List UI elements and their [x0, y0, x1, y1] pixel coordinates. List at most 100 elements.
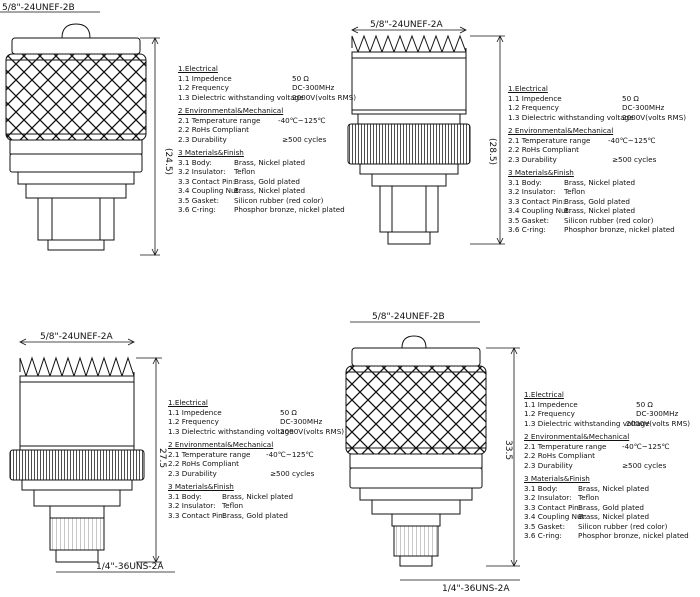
durability-value: ≥500 cycles	[612, 154, 657, 164]
environmental-title: 2 Environmental&Mechanical	[524, 432, 630, 441]
environmental-title: 2 Environmental&Mechanical	[178, 106, 284, 115]
length-label-c2: (28.5)	[487, 138, 497, 165]
contact-pin-value: Brass, Gold plated	[234, 176, 300, 186]
durability-label: 2.3 Durability	[508, 154, 557, 164]
temperature-value: -40℃~125℃	[266, 449, 314, 459]
contact-pin-value: Brass, Gold plated	[578, 502, 644, 512]
spec-block-1: 1.Electrical 1.1 Impedence 50 Ω 1.2 Frequ…	[178, 64, 358, 215]
dielectric-label: 1.3 Dielectric withstanding voltage	[524, 418, 650, 428]
body-value: Brass, Nickel plated	[578, 483, 650, 493]
frequency-value: DC-300MHz	[292, 83, 335, 92]
gasket-label: 3.5 Gasket:	[508, 215, 550, 225]
rohs-label: 2.2 RoHs Compliant	[508, 145, 579, 154]
frequency-label: 1.2 Frequency	[178, 83, 229, 92]
frequency-label: 1.2 Frequency	[524, 409, 575, 418]
impedance-label: 1.1 Impedence	[178, 73, 232, 83]
gasket-label: 3.5 Gasket:	[178, 195, 220, 205]
dielectric-label: 1.3 Dielectric withstanding voltage	[168, 426, 294, 436]
frequency-value: DC-300MHz	[280, 417, 323, 426]
frequency-value: DC-300MHz	[636, 409, 679, 418]
body-label: 3.1 Body:	[508, 177, 542, 187]
c-ring-value: Phosphor bronze, nickel plated	[234, 205, 345, 214]
temperature-label: 2.1 Temperature range	[178, 115, 261, 125]
c-ring-label: 3.6 C-ring:	[178, 205, 216, 214]
connector-3-drawing	[9, 356, 145, 563]
thread-label-c1: 5/8"-24UNEF-2B	[2, 3, 75, 13]
thread-label-c2: 5/8"-24UNEF-2A	[370, 20, 443, 30]
thread-label-c4: 5/8"-24UNEF-2B	[372, 312, 445, 322]
impedance-label: 1.1 Impedence	[168, 407, 222, 417]
thread-small-label-c4: 1/4"-36UNS-2A	[442, 584, 510, 594]
insulator-label: 3.2 Insulator:	[178, 167, 226, 176]
length-label-c1: (24.5)	[163, 148, 173, 175]
thread-small-label-c3: 1/4"-36UNS-2A	[96, 562, 164, 572]
temperature-value: -40℃~125℃	[278, 115, 326, 125]
connector-1-dimensions	[0, 11, 160, 256]
frequency-value: DC-300MHz	[622, 103, 665, 112]
contact-pin-label: 3.3 Contact Pin:	[178, 176, 236, 186]
impedance-label: 1.1 Impedence	[524, 399, 578, 409]
contact-pin-value: Brass, Gold plated	[564, 196, 630, 206]
coupling-nut-value: Brass, Nickel plated	[564, 206, 636, 215]
insulator-label: 3.2 Insulator:	[168, 501, 216, 510]
c-ring-label: 3.6 C-ring:	[508, 225, 546, 234]
coupling-nut-value: Brass, Nickel plated	[578, 512, 650, 521]
temperature-value: -40℃~125℃	[608, 135, 656, 145]
connector-4-drawing	[345, 335, 487, 567]
body-value: Brass, Nickel plated	[564, 177, 636, 187]
c-ring-value: Phosphor bronze, nickel plated	[564, 225, 675, 234]
environmental-title: 2 Environmental&Mechanical	[168, 440, 274, 449]
electrical-title: 1.Electrical	[178, 64, 218, 73]
insulator-value: Teflon	[578, 493, 600, 502]
impedance-value: 50 Ω	[636, 399, 653, 409]
contact-pin-label: 3.3 Contact Pin:	[508, 196, 566, 206]
contact-pin-value: Brass, Gold plated	[222, 510, 288, 520]
dielectric-value: 2000V(volts RMS)	[622, 112, 687, 122]
environmental-title: 2 Environmental&Mechanical	[508, 126, 614, 135]
durability-label: 2.3 Durability	[524, 460, 573, 470]
rohs-label: 2.2 RoHs Compliant	[168, 459, 239, 468]
durability-value: ≥500 cycles	[622, 460, 667, 470]
gasket-value: Silicon rubber (red color)	[578, 521, 668, 531]
temperature-label: 2.1 Temperature range	[508, 135, 591, 145]
impedance-value: 50 Ω	[280, 407, 297, 417]
contact-pin-label: 3.3 Contact Pin:	[168, 510, 226, 520]
body-value: Brass, Nickel plated	[234, 157, 306, 167]
body-label: 3.1 Body:	[524, 483, 558, 493]
coupling-nut-label: 3.4 Coupling Nut:	[508, 206, 571, 215]
temperature-label: 2.1 Temperature range	[168, 449, 251, 459]
impedance-value: 50 Ω	[292, 73, 309, 83]
temperature-value: -40℃~125℃	[622, 441, 670, 451]
thread-label-c3: 5/8"-24UNEF-2A	[40, 332, 113, 342]
durability-value: ≥500 cycles	[270, 468, 315, 478]
connector-1-drawing	[5, 23, 147, 251]
length-label-c3: 27.5	[157, 448, 167, 468]
dielectric-value: 2000V(volts RMS)	[280, 426, 345, 436]
rohs-label: 2.2 RoHs Compliant	[178, 125, 249, 134]
temperature-label: 2.1 Temperature range	[524, 441, 607, 451]
dielectric-value: 2000V(volts RMS)	[292, 92, 357, 102]
body-label: 3.1 Body:	[178, 157, 212, 167]
electrical-title: 1.Electrical	[524, 390, 564, 399]
frequency-label: 1.2 Frequency	[508, 103, 559, 112]
insulator-value: Teflon	[234, 167, 256, 176]
spec-block-4: 1.Electrical 1.1 Impedence 50 Ω 1.2 Frequ…	[524, 390, 696, 541]
coupling-nut-value: Brass, Nickel plated	[234, 186, 306, 195]
length-label-c4: 33.5	[503, 440, 513, 460]
impedance-label: 1.1 Impedence	[508, 93, 562, 103]
dielectric-value: 2000V(volts RMS)	[626, 418, 691, 428]
insulator-label: 3.2 Insulator:	[508, 187, 556, 196]
c-ring-label: 3.6 C-ring:	[524, 531, 562, 540]
contact-pin-label: 3.3 Contact Pin:	[524, 502, 582, 512]
connector-2-drawing	[347, 34, 471, 245]
coupling-nut-label: 3.4 Coupling Nut:	[178, 186, 241, 195]
frequency-label: 1.2 Frequency	[168, 417, 219, 426]
connector-3-dimensions	[19, 338, 175, 573]
materials-title: 3 Materials&Finish	[508, 168, 574, 177]
durability-label: 2.3 Durability	[168, 468, 217, 478]
dielectric-label: 1.3 Dielectric withstanding voltage	[178, 92, 304, 102]
rohs-label: 2.2 RoHs Compliant	[524, 451, 595, 460]
